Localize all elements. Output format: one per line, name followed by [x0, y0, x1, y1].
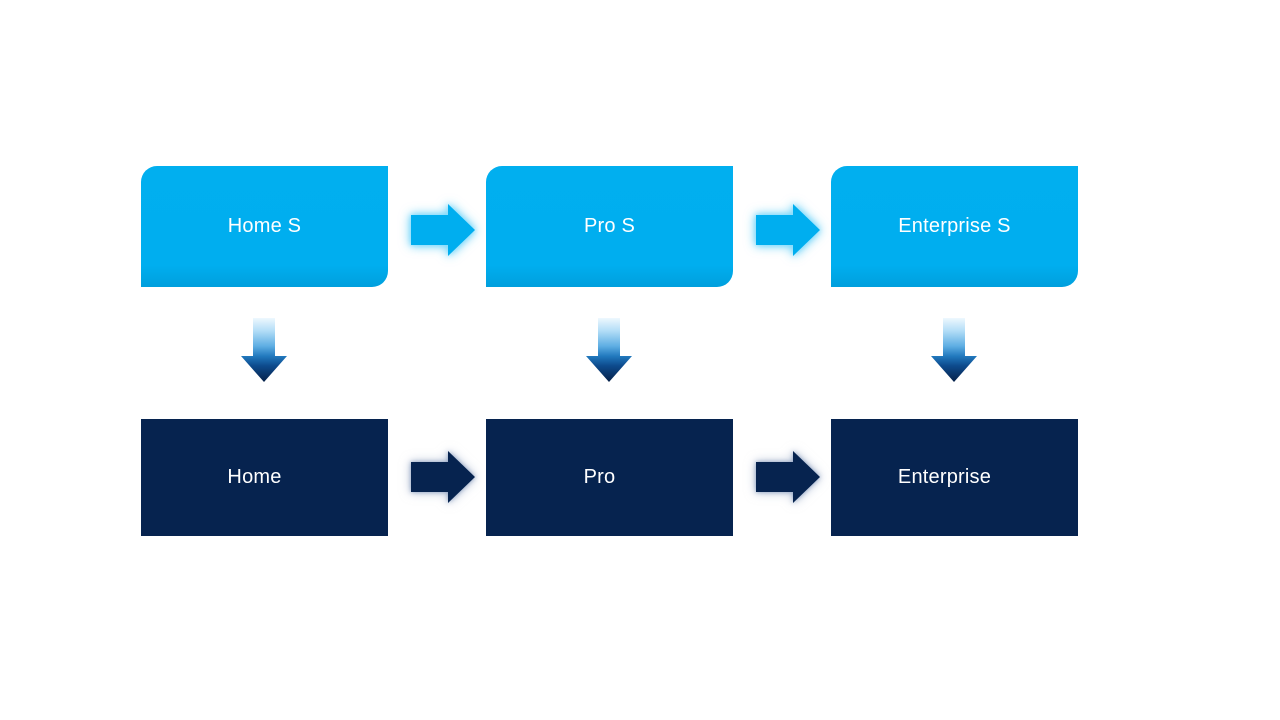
node-enterprise-label: Enterprise — [897, 466, 992, 488]
node-pro-label: Pro — [583, 466, 616, 488]
node-pro: Pro — [486, 419, 733, 536]
down-arrow-icon-enterprise — [931, 318, 977, 382]
arrow-right-dark-2 — [756, 451, 820, 503]
node-pro-s: Pro S — [486, 166, 733, 287]
node-home: Home — [141, 419, 388, 536]
down-arrow-icon-home — [241, 318, 287, 382]
node-home-s-label: Home S — [227, 215, 302, 237]
node-home-label: Home — [227, 466, 282, 488]
down-arrow-icon-pro — [586, 318, 632, 382]
right-arrow-icon — [411, 204, 475, 256]
right-arrow-icon — [756, 204, 820, 256]
node-home-s: Home S — [141, 166, 388, 287]
right-arrow-icon — [411, 451, 475, 503]
right-arrow-icon — [756, 451, 820, 503]
node-pro-s-label: Pro S — [583, 215, 636, 237]
node-enterprise-s: Enterprise S — [831, 166, 1078, 287]
node-enterprise-s-label: Enterprise S — [898, 215, 1011, 237]
arrow-right-light-1 — [411, 204, 475, 256]
node-enterprise: Enterprise — [831, 419, 1078, 536]
arrow-right-dark-1 — [411, 451, 475, 503]
arrow-right-light-2 — [756, 204, 820, 256]
